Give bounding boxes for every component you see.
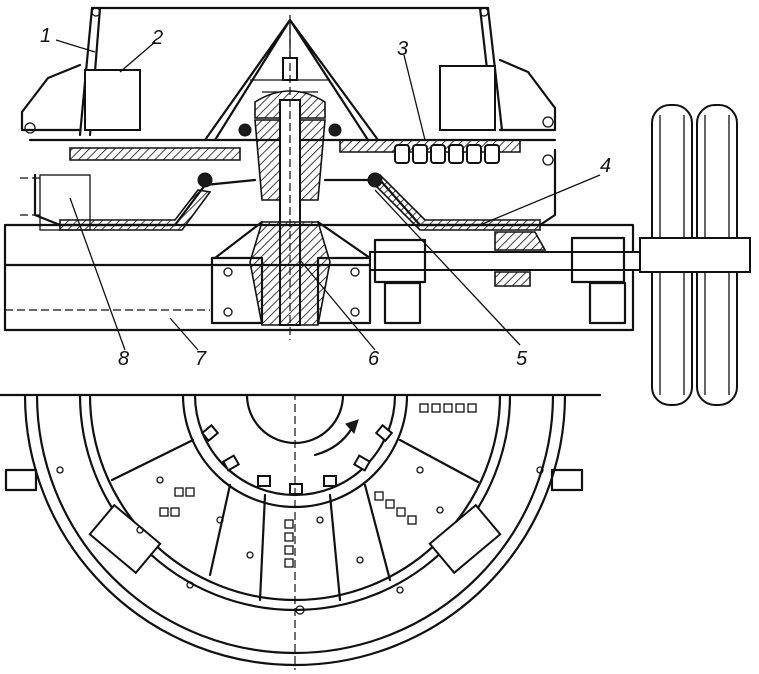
central-cone xyxy=(203,18,380,142)
discharge-chute xyxy=(39,174,91,231)
rotation-arrow xyxy=(313,426,354,457)
rollers xyxy=(394,144,500,164)
outer-ring xyxy=(23,395,567,667)
part-labels: 1 2 3 4 5 6 7 8 xyxy=(40,25,611,370)
bearing-plate-right xyxy=(316,256,372,325)
hood-left xyxy=(20,63,82,132)
leader-lines xyxy=(55,39,601,351)
section-view xyxy=(3,6,751,406)
label-5: 5 xyxy=(516,348,528,370)
hood-right xyxy=(498,58,557,132)
screen-holes xyxy=(159,403,477,568)
label-3: 3 xyxy=(397,38,408,60)
label-4: 4 xyxy=(600,155,611,177)
block-left xyxy=(84,69,141,131)
label-7: 7 xyxy=(195,348,207,370)
upper-pan-left xyxy=(69,147,241,161)
foot-right xyxy=(550,468,584,492)
drive-pulleys xyxy=(639,104,751,406)
label-2: 2 xyxy=(151,27,163,49)
bearing-plate-left xyxy=(210,256,264,325)
plan-view xyxy=(4,395,584,670)
base-frame xyxy=(3,223,635,332)
label-1: 1 xyxy=(40,25,51,47)
block-right xyxy=(439,65,496,131)
radial-dividers xyxy=(110,438,480,602)
bevel-gear xyxy=(494,231,547,251)
bolt-holes xyxy=(56,466,544,615)
label-8: 8 xyxy=(118,348,129,370)
label-6: 6 xyxy=(368,348,380,370)
foot-left xyxy=(4,468,38,492)
